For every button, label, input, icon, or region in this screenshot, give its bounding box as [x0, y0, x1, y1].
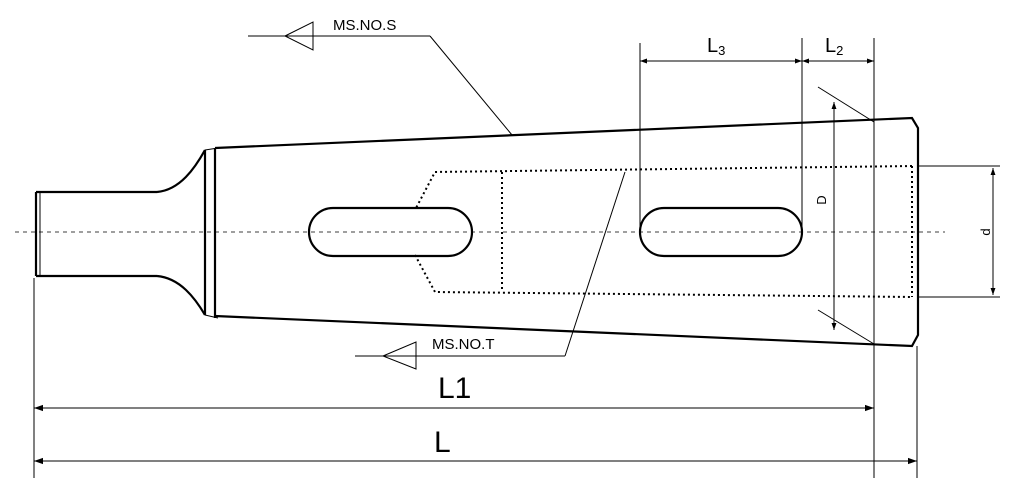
dimension-d-large: D — [814, 86, 875, 345]
socket-taper-label: MS.NO.S — [333, 17, 396, 34]
d-small-label: d — [978, 228, 993, 235]
socket-taper-callout: MS.NO.S — [248, 17, 513, 136]
l3-label: L3 — [707, 35, 725, 58]
dimension-d-small: d — [918, 165, 1000, 298]
l2-label: L2 — [825, 35, 843, 58]
slot-left — [307, 206, 474, 258]
shank-end — [34, 147, 219, 319]
d-large-label: D — [814, 195, 829, 204]
dimension-l: L — [34, 426, 917, 465]
dimension-l3: L3 — [639, 35, 803, 232]
taper-body — [214, 116, 920, 348]
shank-taper-callout: MS.NO.T — [355, 171, 626, 370]
dimension-l2: L2 — [802, 35, 875, 478]
dimension-l1: L1 — [34, 372, 874, 412]
shank-taper-label: MS.NO.T — [432, 336, 495, 353]
l-label: L — [434, 426, 451, 459]
internal-bore — [414, 165, 913, 298]
l1-label: L1 — [438, 372, 471, 405]
